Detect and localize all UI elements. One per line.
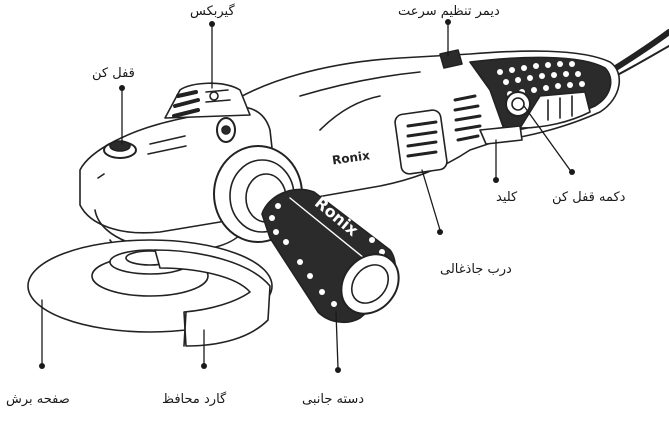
guard-shape [154, 249, 271, 347]
label-brush-cover: درب جاذغالی [440, 262, 512, 277]
brush-cover-shape [394, 109, 448, 175]
label-cutting-disc: صفحه برش [6, 392, 70, 407]
label-switch: کلید [496, 190, 518, 205]
speed-dimmer-wheel [439, 49, 463, 69]
vent-slots [453, 94, 482, 142]
label-gearbox: گیربکس [190, 4, 235, 19]
body-logo: Ronix [331, 148, 371, 167]
label-side-handle: دسته جانبی [302, 392, 365, 407]
label-speed-dimmer: دیمر تنظیم سرعت [398, 4, 500, 19]
leader-dots [39, 19, 575, 373]
label-lock: قفل کن [92, 66, 135, 81]
switch-trigger [479, 125, 523, 145]
leader-lines [41, 23, 571, 369]
label-guard: گارد محافظ [162, 392, 227, 407]
label-lock-button: دکمه قفل کن [552, 190, 626, 205]
